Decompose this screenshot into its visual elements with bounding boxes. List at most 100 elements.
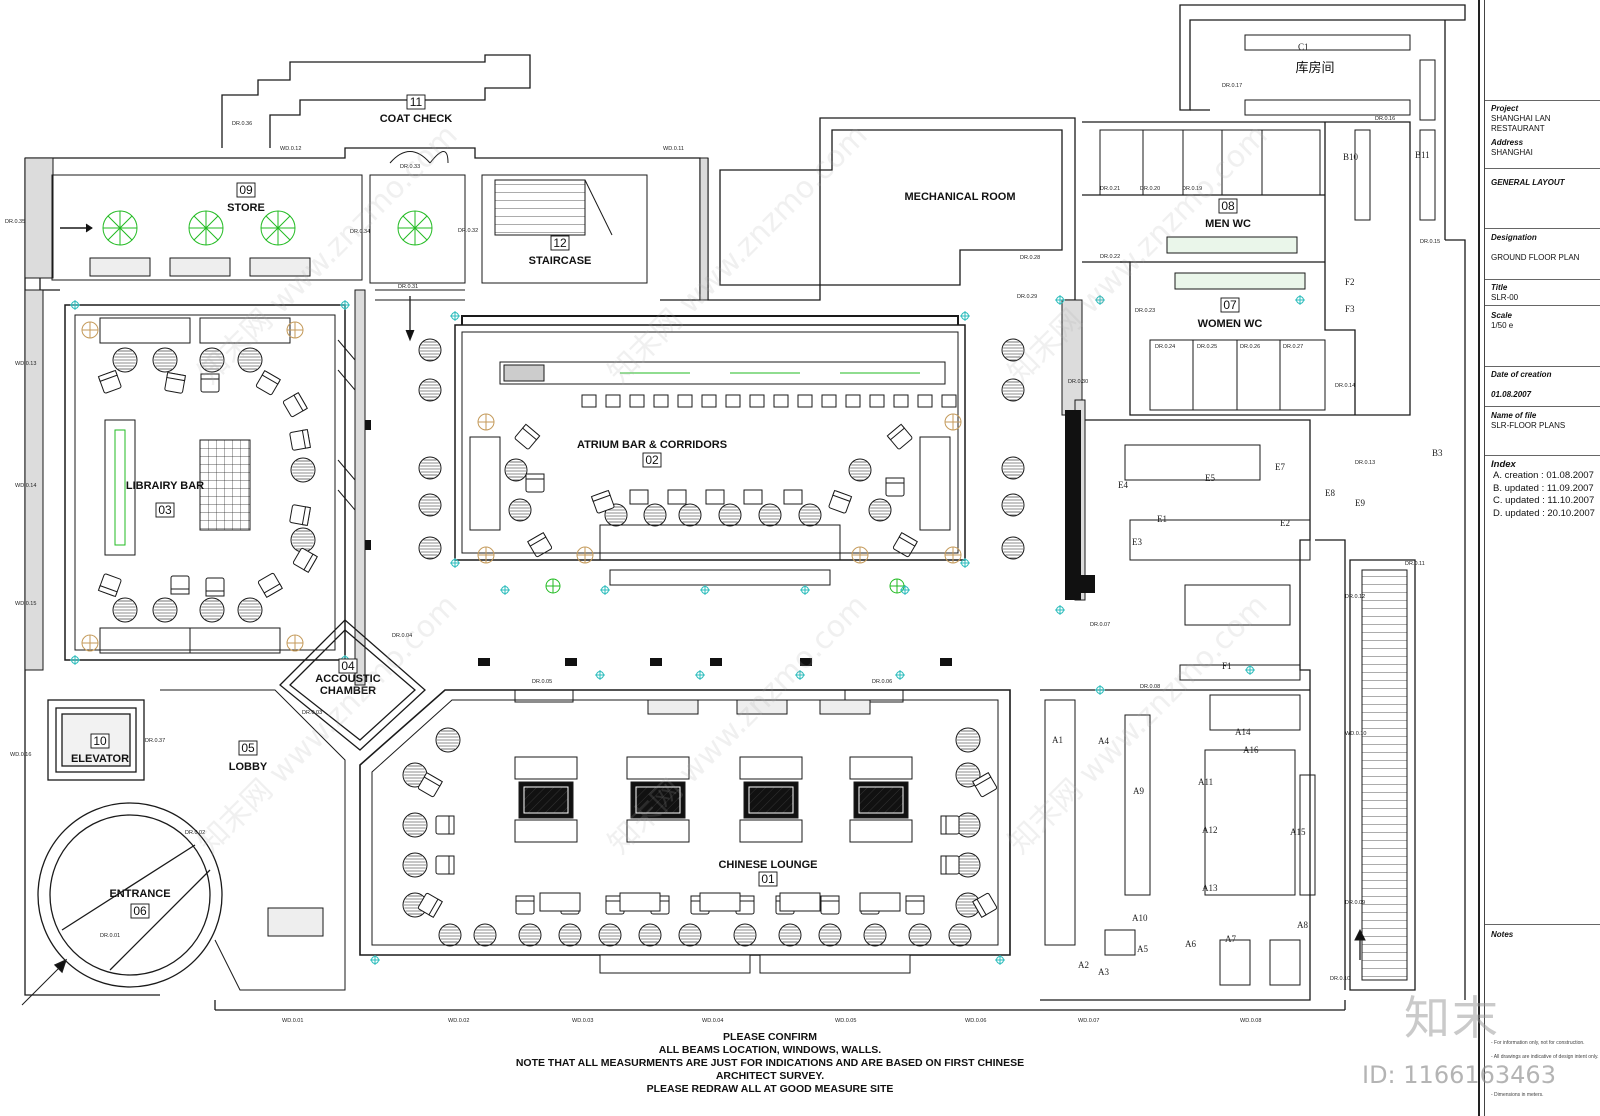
scale-value: 1/50 e bbox=[1491, 321, 1514, 330]
light-fixture bbox=[477, 546, 495, 564]
armchair bbox=[170, 575, 190, 595]
library-bar-area bbox=[64, 304, 356, 661]
door-tag: DR.0.22 bbox=[1100, 254, 1120, 260]
lounge-sofa bbox=[759, 954, 911, 974]
round-table bbox=[1001, 456, 1025, 480]
armchair bbox=[892, 532, 918, 558]
designation-field: Designation GROUND FLOOR PLAN bbox=[1491, 233, 1598, 263]
date-field: Date of creation 01.08.2007 bbox=[1491, 370, 1598, 400]
door-tag: DR.0.11 bbox=[1405, 561, 1425, 567]
round-table bbox=[199, 597, 225, 623]
column-marker bbox=[695, 670, 705, 680]
door-tag: DR.0.02 bbox=[185, 830, 205, 836]
door-tag: DR.0.31 bbox=[398, 284, 418, 290]
round-table bbox=[643, 503, 667, 527]
women-wc-area bbox=[1149, 272, 1326, 411]
bar-stool bbox=[629, 394, 645, 408]
note-line: PLEASE CONFIRM bbox=[723, 1031, 817, 1043]
index-item: C. updated : 11.10.2007 bbox=[1493, 495, 1595, 506]
equipment-tag: A11 bbox=[1198, 777, 1213, 787]
round-table bbox=[199, 347, 225, 373]
room-number: 09 bbox=[239, 183, 253, 197]
chinese-lounge-area bbox=[359, 689, 1011, 956]
staircase-12 bbox=[481, 174, 648, 284]
column-marker bbox=[900, 585, 910, 595]
door-tag: DR.0.21 bbox=[1100, 186, 1120, 192]
armchair bbox=[417, 772, 443, 798]
round-table bbox=[418, 536, 442, 560]
round-table bbox=[504, 458, 528, 482]
door-tag: DR.0.26 bbox=[1240, 344, 1260, 350]
room-number-box bbox=[238, 740, 258, 756]
project-value: SHANGHAI LAN RESTAURANT bbox=[1491, 114, 1551, 133]
bar-stool bbox=[581, 394, 597, 408]
column-marker bbox=[500, 585, 510, 595]
equipment-tag: A16 bbox=[1243, 745, 1259, 755]
equipment-tag: E2 bbox=[1280, 518, 1290, 528]
room-name-label: STAIRCASE bbox=[529, 255, 592, 267]
door-tag: DR.0.36 bbox=[232, 121, 252, 127]
light-fixture bbox=[81, 634, 99, 652]
round-table bbox=[1001, 338, 1025, 362]
room-number-box bbox=[155, 502, 175, 518]
column-marker bbox=[370, 955, 380, 965]
note-line: PLEASE REDRAW ALL AT GOOD MEASURE SITE bbox=[647, 1083, 894, 1095]
round-table bbox=[418, 456, 442, 480]
title-label: Title bbox=[1491, 283, 1508, 292]
window-tag: WD.0.11 bbox=[663, 146, 684, 152]
note-line: ARCHITECT SURVEY. bbox=[716, 1070, 824, 1082]
watermark-logo: 知末 bbox=[1404, 991, 1500, 1045]
lobby-area bbox=[160, 689, 346, 991]
door-tag: DR.0.32 bbox=[458, 228, 478, 234]
window-tag: WD.0.16 bbox=[10, 752, 31, 758]
room-name-label: STORE bbox=[227, 202, 265, 214]
armchair bbox=[97, 573, 122, 598]
window-tag: WD.0.14 bbox=[15, 483, 36, 489]
bar-stool bbox=[869, 394, 885, 408]
mechanical-room-label: MECHANICAL ROOM bbox=[904, 191, 1015, 203]
door-tag: DR.0.14 bbox=[1335, 383, 1355, 389]
door-tag: DR.0.08 bbox=[1140, 684, 1160, 690]
round-table bbox=[237, 347, 263, 373]
file-value: SLR-FLOOR PLANS bbox=[1491, 421, 1566, 430]
column-marker bbox=[960, 558, 970, 568]
door-tag: DR.0.01 bbox=[100, 933, 120, 939]
file-field: Name of file SLR-FLOOR PLANS bbox=[1491, 411, 1598, 431]
door-tag: DR.0.07 bbox=[1090, 622, 1110, 628]
door-tag: DR.0.10 bbox=[1330, 976, 1350, 982]
door-tag: DR.0.19 bbox=[1182, 186, 1202, 192]
armchair bbox=[515, 895, 535, 915]
lounge-sofa bbox=[599, 954, 751, 974]
round-table bbox=[1001, 378, 1025, 402]
light-fixture bbox=[286, 634, 304, 652]
room-name-label: ACCOUSTIC bbox=[315, 673, 380, 685]
room-number: 12 bbox=[553, 236, 567, 250]
bar-stool bbox=[749, 394, 765, 408]
column-marker bbox=[450, 558, 460, 568]
round-table bbox=[402, 762, 428, 788]
bar-stool bbox=[667, 489, 687, 505]
column-marker bbox=[70, 655, 80, 665]
equipment-tag: E8 bbox=[1325, 488, 1335, 498]
designation-label: Designation bbox=[1491, 233, 1537, 242]
column-marker bbox=[450, 311, 460, 321]
equipment-tag: E3 bbox=[1132, 537, 1142, 547]
light-fixture bbox=[944, 546, 962, 564]
lounge-sofa bbox=[779, 892, 821, 912]
storage-room-label: 库房间 bbox=[1295, 60, 1334, 76]
lounge-booths bbox=[514, 756, 913, 974]
door-tag: DR.0.15 bbox=[1420, 239, 1440, 245]
room-name-label: WOMEN WC bbox=[1198, 318, 1263, 330]
title-field: Title SLR-00 bbox=[1491, 283, 1598, 303]
room-number-box bbox=[1220, 297, 1240, 313]
title-block-frame: Project SHANGHAI LAN RESTAURANT Address … bbox=[1484, 0, 1600, 1116]
armchair bbox=[590, 489, 615, 514]
bar-stool bbox=[705, 489, 725, 505]
room-number-box bbox=[550, 235, 570, 251]
armchair bbox=[527, 532, 553, 558]
column-marker bbox=[1095, 685, 1105, 695]
armchair bbox=[435, 855, 455, 875]
round-table bbox=[152, 347, 178, 373]
round-table bbox=[678, 503, 702, 527]
light-fixture bbox=[477, 413, 495, 431]
